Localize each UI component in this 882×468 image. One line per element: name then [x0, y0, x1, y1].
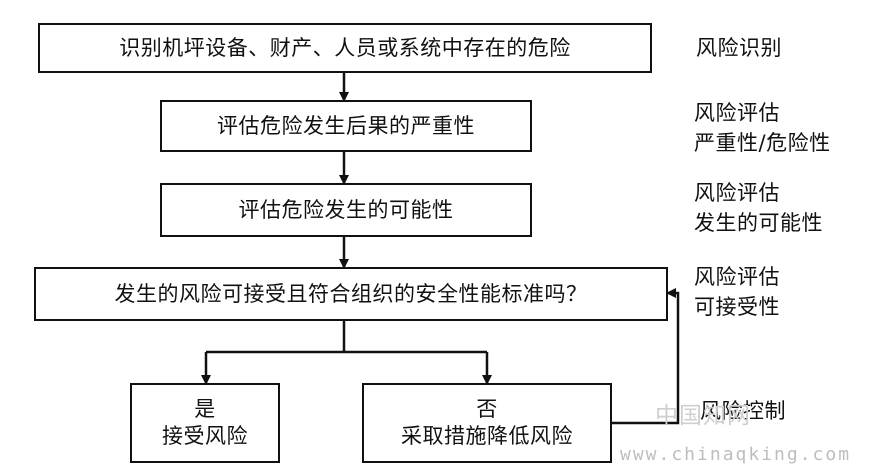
watermark-cn: 中国知网: [655, 403, 751, 429]
outcome-no-line1: 否: [476, 397, 498, 421]
outcome-yes-box: 是 接受风险: [130, 383, 280, 463]
label-control-line1: 风险控制: [700, 399, 786, 423]
step-identify-box: 识别机坪设备、财产、人员或系统中存在的危险: [38, 23, 652, 73]
label-identify-line1: 风险识别: [696, 36, 782, 60]
outcome-no-line2: 采取措施降低风险: [401, 424, 573, 448]
label-acceptability: 风险评估 可接受性: [694, 262, 780, 322]
step-identify-text: 识别机坪设备、财产、人员或系统中存在的危险: [119, 35, 571, 60]
arrow-feedback-loop: [612, 288, 680, 425]
label-likelihood-line2: 发生的可能性: [694, 211, 823, 235]
step-severity-box: 评估危险发生后果的严重性: [160, 100, 532, 152]
label-acceptability-line1: 风险评估: [694, 265, 780, 289]
step-decision-text: 发生的风险可接受且符合组织的安全性能标准吗？: [114, 281, 588, 306]
label-likelihood: 风险评估 发生的可能性: [694, 178, 823, 238]
step-likelihood-text: 评估危险发生的可能性: [238, 197, 454, 222]
label-identify: 风险识别: [696, 33, 782, 63]
outcome-yes-line2: 接受风险: [162, 424, 248, 448]
outcome-yes-line1: 是: [194, 397, 216, 421]
watermark-url: www.chinaqking.com: [620, 444, 852, 465]
label-likelihood-line1: 风险评估: [694, 181, 780, 205]
step-likelihood-box: 评估危险发生的可能性: [160, 183, 532, 237]
label-severity-line2: 严重性/危险性: [694, 131, 831, 155]
label-control: 风险控制: [700, 396, 786, 426]
step-decision-box: 发生的风险可接受且符合组织的安全性能标准吗？: [34, 267, 668, 321]
outcome-no-box: 否 采取措施降低风险: [362, 383, 612, 463]
label-severity-line1: 风险评估: [694, 101, 780, 125]
step-severity-text: 评估危险发生后果的严重性: [217, 113, 475, 138]
label-severity: 风险评估 严重性/危险性: [694, 98, 831, 158]
label-acceptability-line2: 可接受性: [694, 295, 780, 319]
